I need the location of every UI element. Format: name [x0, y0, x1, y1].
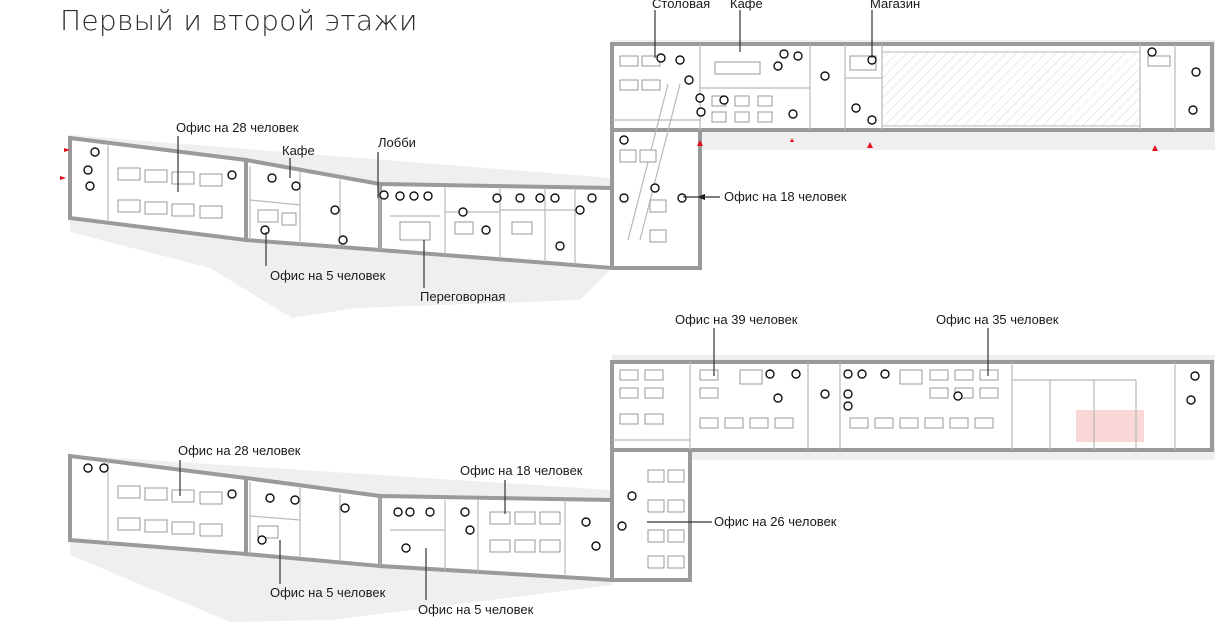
f1-shop-hatch: [881, 51, 1141, 127]
label-f2-office-5b: Офис на 5 человек: [418, 602, 534, 617]
label-f2-office-39: Офис на 39 человек: [675, 312, 798, 327]
label-f1-office-5: Офис на 5 человек: [270, 268, 386, 283]
label-f1-lobbi: Лобби: [378, 135, 416, 150]
floor2-plan: [68, 360, 1214, 583]
label-f2-office-18: Офис на 18 человек: [460, 463, 583, 478]
label-f2-office-26: Офис на 26 человек: [714, 514, 837, 529]
page-title: Первый и второй этажи: [60, 4, 418, 37]
f2-highlight-room: [1076, 410, 1144, 442]
label-f1-peregovornaya: Переговорная: [420, 289, 506, 304]
label-f2-office-35: Офис на 35 человек: [936, 312, 1059, 327]
label-f1-office-18: Офис на 18 человек: [724, 189, 847, 204]
label-kafe-top: Кафе: [730, 0, 763, 11]
label-f1-office-28: Офис на 28 человек: [176, 120, 299, 135]
leader-lines: [177, 10, 989, 600]
label-stolovaya: Столовая: [652, 0, 711, 11]
label-magazin: Магазин: [870, 0, 921, 11]
label-f2-office-5a: Офис на 5 человек: [270, 585, 386, 600]
label-f1-kafe: Кафе: [282, 143, 315, 158]
label-f2-office-28: Офис на 28 человек: [178, 443, 301, 458]
f2-west-wing-seg3: [378, 493, 614, 583]
floor1-plan: [60, 42, 1214, 271]
